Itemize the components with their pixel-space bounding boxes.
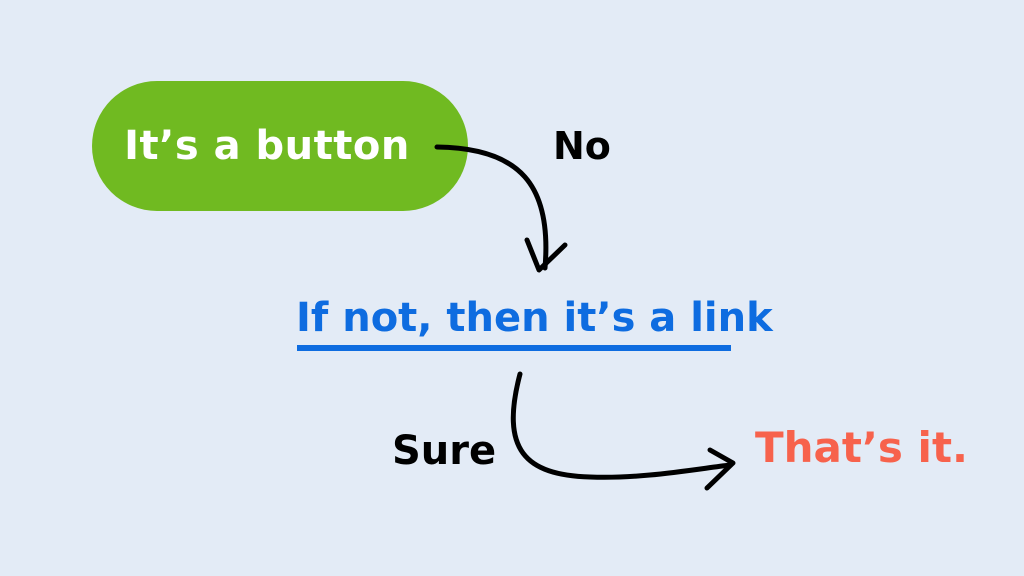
arrow-no-icon — [434, 144, 549, 271]
edge-label-sure: Sure — [392, 428, 497, 474]
button-node-label: It’s a button — [124, 123, 410, 169]
arrowhead-no-icon — [524, 237, 568, 273]
end-node: That’s it. — [755, 423, 968, 472]
arrow-sure-icon — [510, 371, 733, 480]
button-node[interactable]: It’s a button — [92, 81, 468, 211]
link-underline — [297, 345, 731, 351]
edge-label-no: No — [553, 124, 611, 168]
arrowhead-sure-icon — [704, 447, 736, 491]
link-node[interactable]: If not, then it’s a link — [296, 295, 773, 341]
